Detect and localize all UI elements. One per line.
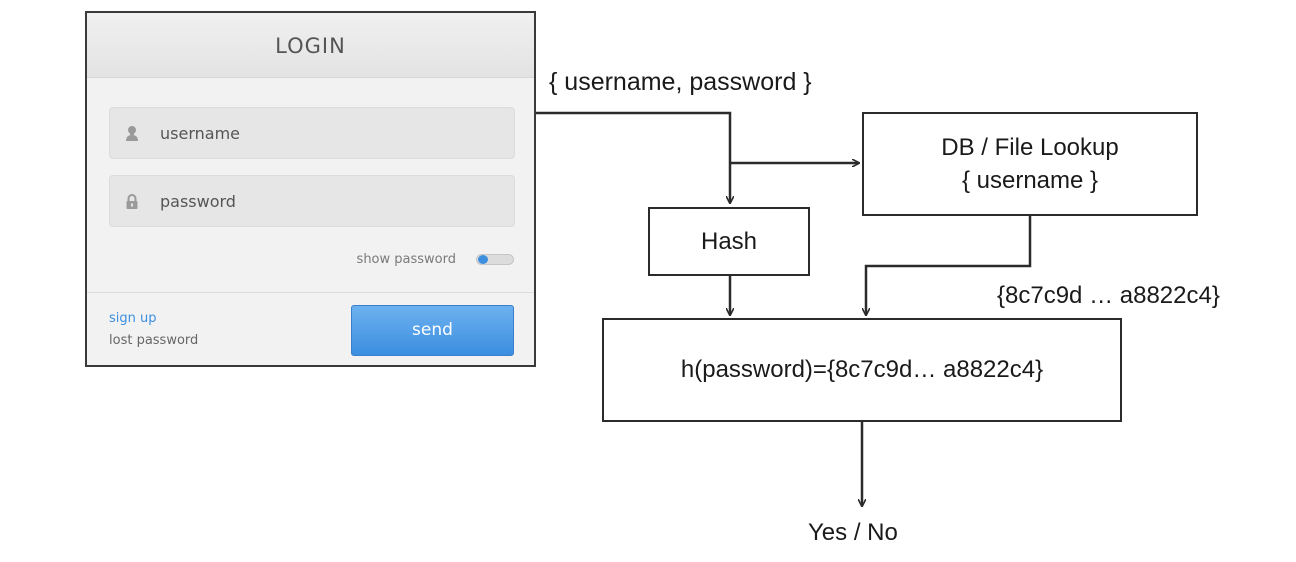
show-password-label: show password [356,252,456,267]
login-title: LOGIN [87,13,534,78]
hash-node: Hash [648,207,810,276]
credentials-label: { username, password } [549,68,812,96]
lost-password-link[interactable]: lost password [109,333,199,348]
password-placeholder: password [160,192,236,211]
stored-hash-label: {8c7c9d … a8822c4} [997,282,1220,309]
show-password-toggle[interactable] [476,254,514,265]
password-field[interactable]: password [109,175,515,227]
lookup-node: DB / File Lookup { username } [862,112,1198,216]
result-label: Yes / No [808,519,898,546]
send-button[interactable]: send [351,305,514,356]
footer-divider [87,292,534,293]
credentials-connector [536,111,730,203]
sign-up-link[interactable]: sign up [109,311,157,326]
lookup-output-connector [866,216,1032,315]
lock-icon [126,194,138,209]
username-placeholder: username [160,124,240,143]
username-field[interactable]: username [109,107,515,159]
user-icon [126,126,138,141]
login-panel: LOGIN username password show password si… [85,11,536,367]
toggle-knob [478,255,488,264]
lookup-node-key: { username } [961,167,1099,194]
lookup-node-title: DB / File Lookup [941,134,1119,161]
compare-node: h(password)={8c7c9d… a8822c4} [602,318,1122,422]
